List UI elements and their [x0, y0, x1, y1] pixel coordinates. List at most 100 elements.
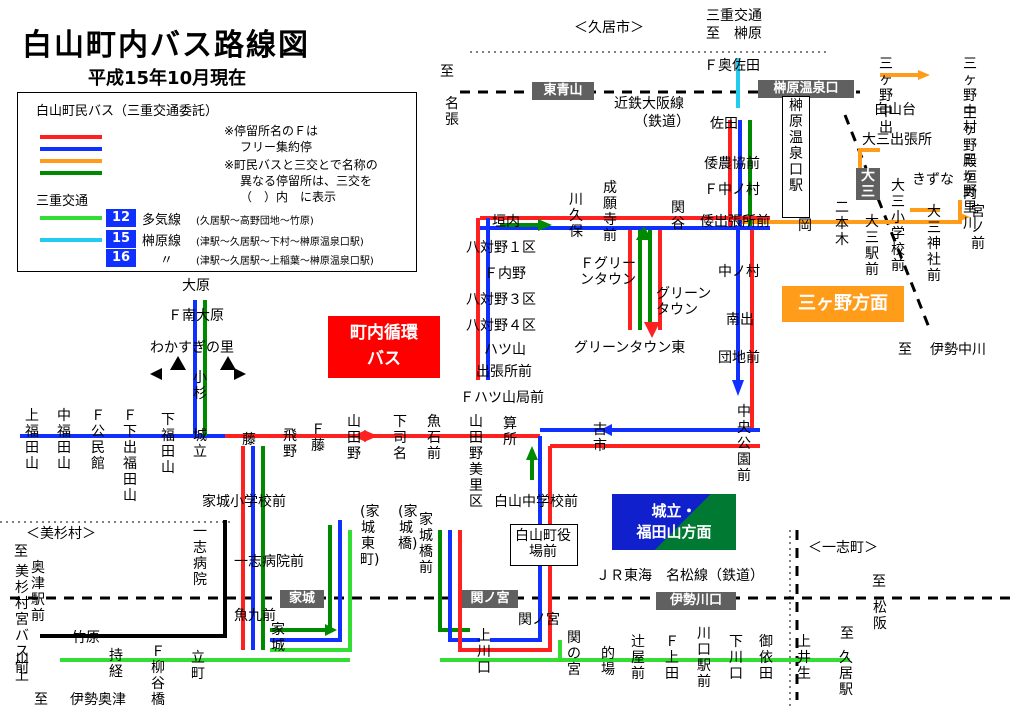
- label-f-fuji: Ｆ藤: [311, 422, 325, 454]
- to-ise-okutsu: 至: [34, 692, 48, 708]
- label-f-yanagi: Ｆ柳谷橋: [151, 644, 165, 708]
- label-minamide: 南出: [726, 312, 754, 328]
- legend-note-1: ※停留所名のＦは: [224, 124, 319, 138]
- kintetsu-label: 近鉄大阪線: [614, 96, 684, 112]
- label-f-green: Ｆグリーンタウン: [580, 256, 636, 288]
- sangano-panel: 三ヶ野方面: [782, 286, 904, 322]
- label-kaijo-st: 家城: [271, 622, 285, 654]
- label-sangano-naka: 三ヶ野中出: [879, 56, 893, 136]
- label-saida: 佐田: [710, 116, 738, 132]
- label-green-east: グリーンタウン東: [574, 340, 686, 356]
- sakakibara-station-box: [782, 96, 810, 218]
- label-sekinomiya-s: 関の宮: [567, 630, 581, 678]
- map-title: 白山町内バス路線図: [22, 28, 310, 63]
- label-shuku-saida: Ｆ奥佐田: [704, 58, 760, 74]
- label-shirodate: 城立: [193, 428, 207, 460]
- legend-note-4: 異なる停留所は、三交を: [240, 174, 373, 188]
- route-name-12: 多気線: [142, 213, 182, 228]
- route-badge-15: 15: [106, 230, 136, 248]
- to-misugi: 至: [14, 544, 28, 560]
- label-kizuna: きずな: [912, 172, 954, 188]
- label-naka-fukutayama: 中福田山: [57, 408, 71, 472]
- legend-note-3: ※町民バスと三交とで名称の: [224, 158, 378, 172]
- label-f-shimode: Ｆ下出福田山: [123, 408, 137, 504]
- place-ichishi: ＜一志町＞: [808, 540, 878, 556]
- misugi-route: [40, 520, 227, 638]
- place-hisai-city: ＜久居市＞: [574, 20, 644, 36]
- route-desc-16: (津駅～久居駅～上稲葉～榊原温泉口駅): [196, 256, 374, 267]
- label-kawaguchi-eki: 川口駅前: [697, 626, 711, 690]
- place-sanko-top2: 至 榊原: [706, 26, 762, 42]
- label-ise-nakagawa: 伊勢中川: [930, 342, 986, 358]
- legend-sanko: 三重交通: [36, 194, 89, 209]
- label-daisanst: 大三駅前: [865, 214, 879, 278]
- label-hirano: 飛野: [283, 428, 297, 460]
- legend-town-bus: 白山町民バス（三重交通委託）: [36, 104, 219, 119]
- label-yamadano-bi: 山田野美里区: [469, 414, 483, 510]
- label-nihonki: 二本木: [835, 200, 849, 248]
- label-wakasugi: わかすぎの里: [150, 340, 234, 356]
- label-daisan-shucchojo: 大三出張所: [862, 132, 932, 148]
- sangano-orange-line: [738, 200, 962, 224]
- label-f-hattsuyama: Ｆハツ山局前: [460, 390, 544, 406]
- place-sanko-top: 三重交通: [706, 8, 762, 24]
- route-desc-15: (津駅～久居駅～下村～榊原温泉口駅): [196, 237, 364, 248]
- route-badge-12: 12: [106, 209, 136, 227]
- label-f-kamida: Ｆ上田: [665, 634, 679, 682]
- label-ise-okutsu: 伊勢奥津: [70, 692, 126, 708]
- label-yakuba: 白山町役場前: [515, 528, 571, 560]
- label-sanjin: 大三神社前: [927, 204, 941, 284]
- label-f-uchino: Ｆ内野: [484, 266, 526, 282]
- label-hisai-st: 久居駅: [839, 650, 853, 698]
- label-okutsu: 奥津駅前: [31, 560, 45, 624]
- station-kaijo: 家城: [280, 590, 324, 608]
- legend-note-2: フリー集約停: [240, 140, 313, 154]
- label-f-nakamura: Ｆ中ノ村: [704, 182, 760, 198]
- label-chuo-koen: 中央公園前: [737, 404, 751, 484]
- label-kaijo-bashi-mae: 家城橋前: [419, 512, 433, 576]
- label-hattsuno4: 八対野４区: [466, 318, 536, 334]
- legend-note-5: （ ）内 に表示: [240, 190, 337, 204]
- shirodate-panel-line2: 福田山方面: [636, 523, 712, 541]
- route-badge-16: 16: [106, 249, 136, 267]
- shirodate-panel-line1: 城立・: [651, 502, 697, 520]
- station-higashiaoyama: 東青山: [532, 82, 594, 100]
- label-fuji: 藤: [242, 432, 256, 448]
- sakakibara-station-label: 榊原温泉口駅: [789, 98, 803, 194]
- yakuba-box: [510, 524, 578, 566]
- label-shucchojo: 出張所前: [476, 364, 532, 380]
- label-uoishi: 魚石前: [427, 414, 441, 462]
- label-mochiyoshi: 持経: [109, 648, 123, 680]
- to-ise-nakagawa: 至: [898, 342, 912, 358]
- jr-label: ＪＲ東海 名松線（鉄道）: [596, 568, 764, 584]
- label-green: グリーンタウン: [656, 286, 712, 318]
- label-kaijo-higashi: (家城東町): [360, 504, 380, 568]
- station-sakakibara: 榊原温泉口: [758, 80, 854, 98]
- label-hattsuno3: 八対野３区: [466, 292, 536, 308]
- label-oka: 岡: [798, 218, 812, 234]
- label-takehara: 竹原: [72, 630, 100, 646]
- label-hattsuyama: ハツ山: [484, 342, 526, 358]
- label-kami-fukutayama: 上福田山: [25, 408, 39, 472]
- place-misugi: ＜美杉村＞: [26, 526, 96, 542]
- label-hokaba: 的場: [601, 646, 615, 678]
- label-ichishi-hosp: 一志病院: [193, 524, 207, 588]
- label-sangano-tonowaki: 三ヶ野殿垣内: [963, 106, 977, 202]
- label-kamikawaguchi: 上川口: [477, 628, 491, 676]
- label-yamadano: 山田野: [347, 414, 361, 462]
- label-shimokawaguchi: 下川口: [729, 634, 743, 682]
- label-danchimae: 団地前: [718, 350, 760, 366]
- label-wa-shucchojo: 倭出張所前: [700, 214, 770, 230]
- shirodate-panel: 城立・ 福田山方面: [612, 494, 736, 550]
- station-sekinomiya: 関ノ宮: [462, 590, 518, 608]
- label-misugi-st: 美杉村宮バス前: [15, 564, 29, 676]
- station-iseikawaguchi: 伊勢川口: [656, 592, 736, 610]
- label-sanjo: 算所: [503, 416, 517, 448]
- label-hakusandai: 白山台: [874, 102, 916, 118]
- label-miyano: 宮ノ前: [971, 204, 985, 252]
- label-hakusan-chu: 白山中学校前: [494, 494, 578, 510]
- label-sangano-nakamura: 三ヶ野中村: [963, 56, 977, 136]
- label-f-minami-ohara: Ｆ南大原: [168, 308, 224, 324]
- label-kaijo-bashi: (家城橋): [398, 504, 418, 552]
